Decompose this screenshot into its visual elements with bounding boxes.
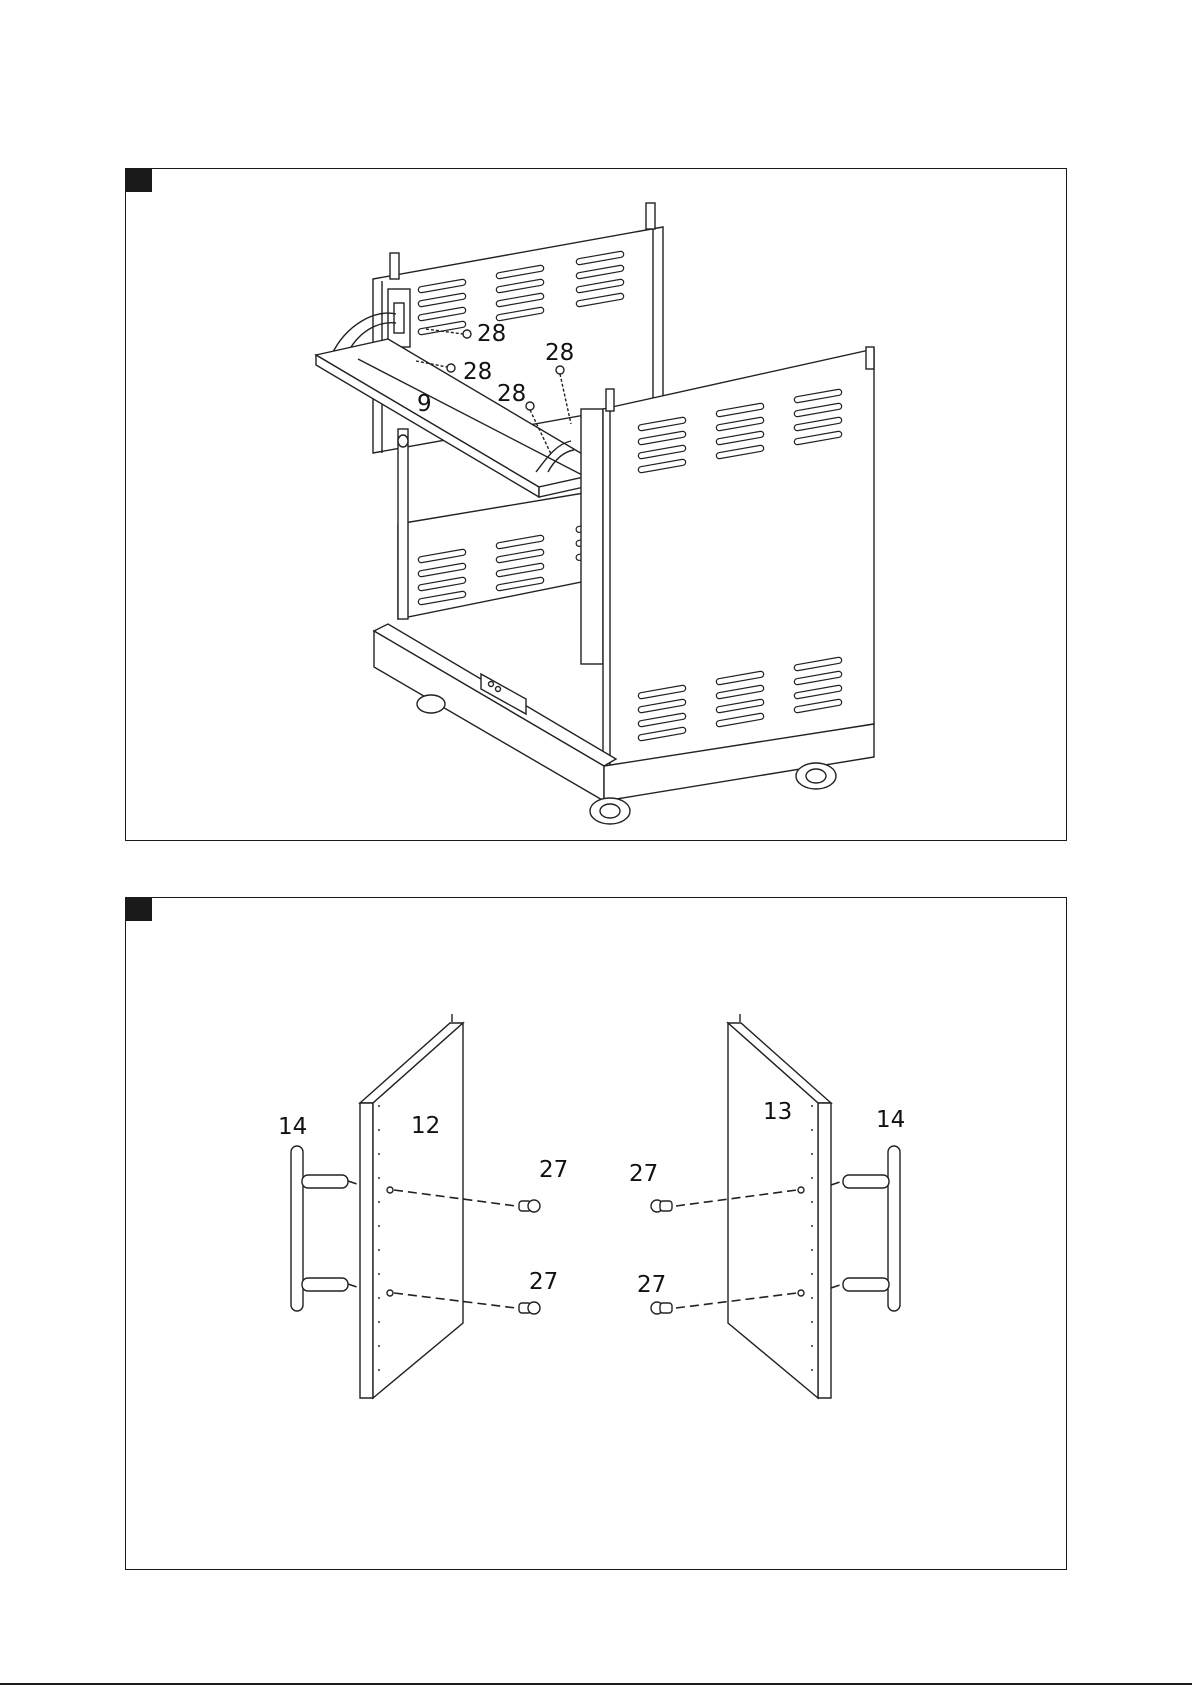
callout-screw: 27 — [629, 1163, 658, 1186]
cart-frame-illustration — [126, 169, 1068, 842]
door-assembly-illustration — [126, 898, 1068, 1571]
left-door — [360, 1014, 463, 1398]
figure-door-handles: 14 12 27 27 13 27 27 14 — [125, 897, 1067, 1570]
callout-bolt: 28 — [545, 342, 574, 365]
callout-tray: 9 — [417, 393, 432, 416]
callout-door: 12 — [411, 1115, 440, 1138]
callout-door: 13 — [763, 1101, 792, 1124]
callout-screw: 27 — [637, 1274, 666, 1297]
left-upright — [398, 429, 408, 619]
callout-handle: 14 — [278, 1116, 307, 1139]
callout-bolt: 28 — [463, 361, 492, 384]
callout-screw: 27 — [529, 1271, 558, 1294]
screw-icon — [519, 1200, 540, 1314]
front-upright — [581, 409, 603, 664]
right-door — [728, 1014, 831, 1398]
callout-handle: 14 — [876, 1109, 905, 1132]
right-handle — [831, 1146, 900, 1311]
figure-frame-assembly: 28 28 28 28 9 — [125, 168, 1067, 841]
callout-screw: 27 — [539, 1159, 568, 1182]
base-front — [374, 631, 604, 801]
callout-bolt: 28 — [477, 323, 506, 346]
callout-bolt: 28 — [497, 383, 526, 406]
left-handle — [291, 1146, 360, 1311]
